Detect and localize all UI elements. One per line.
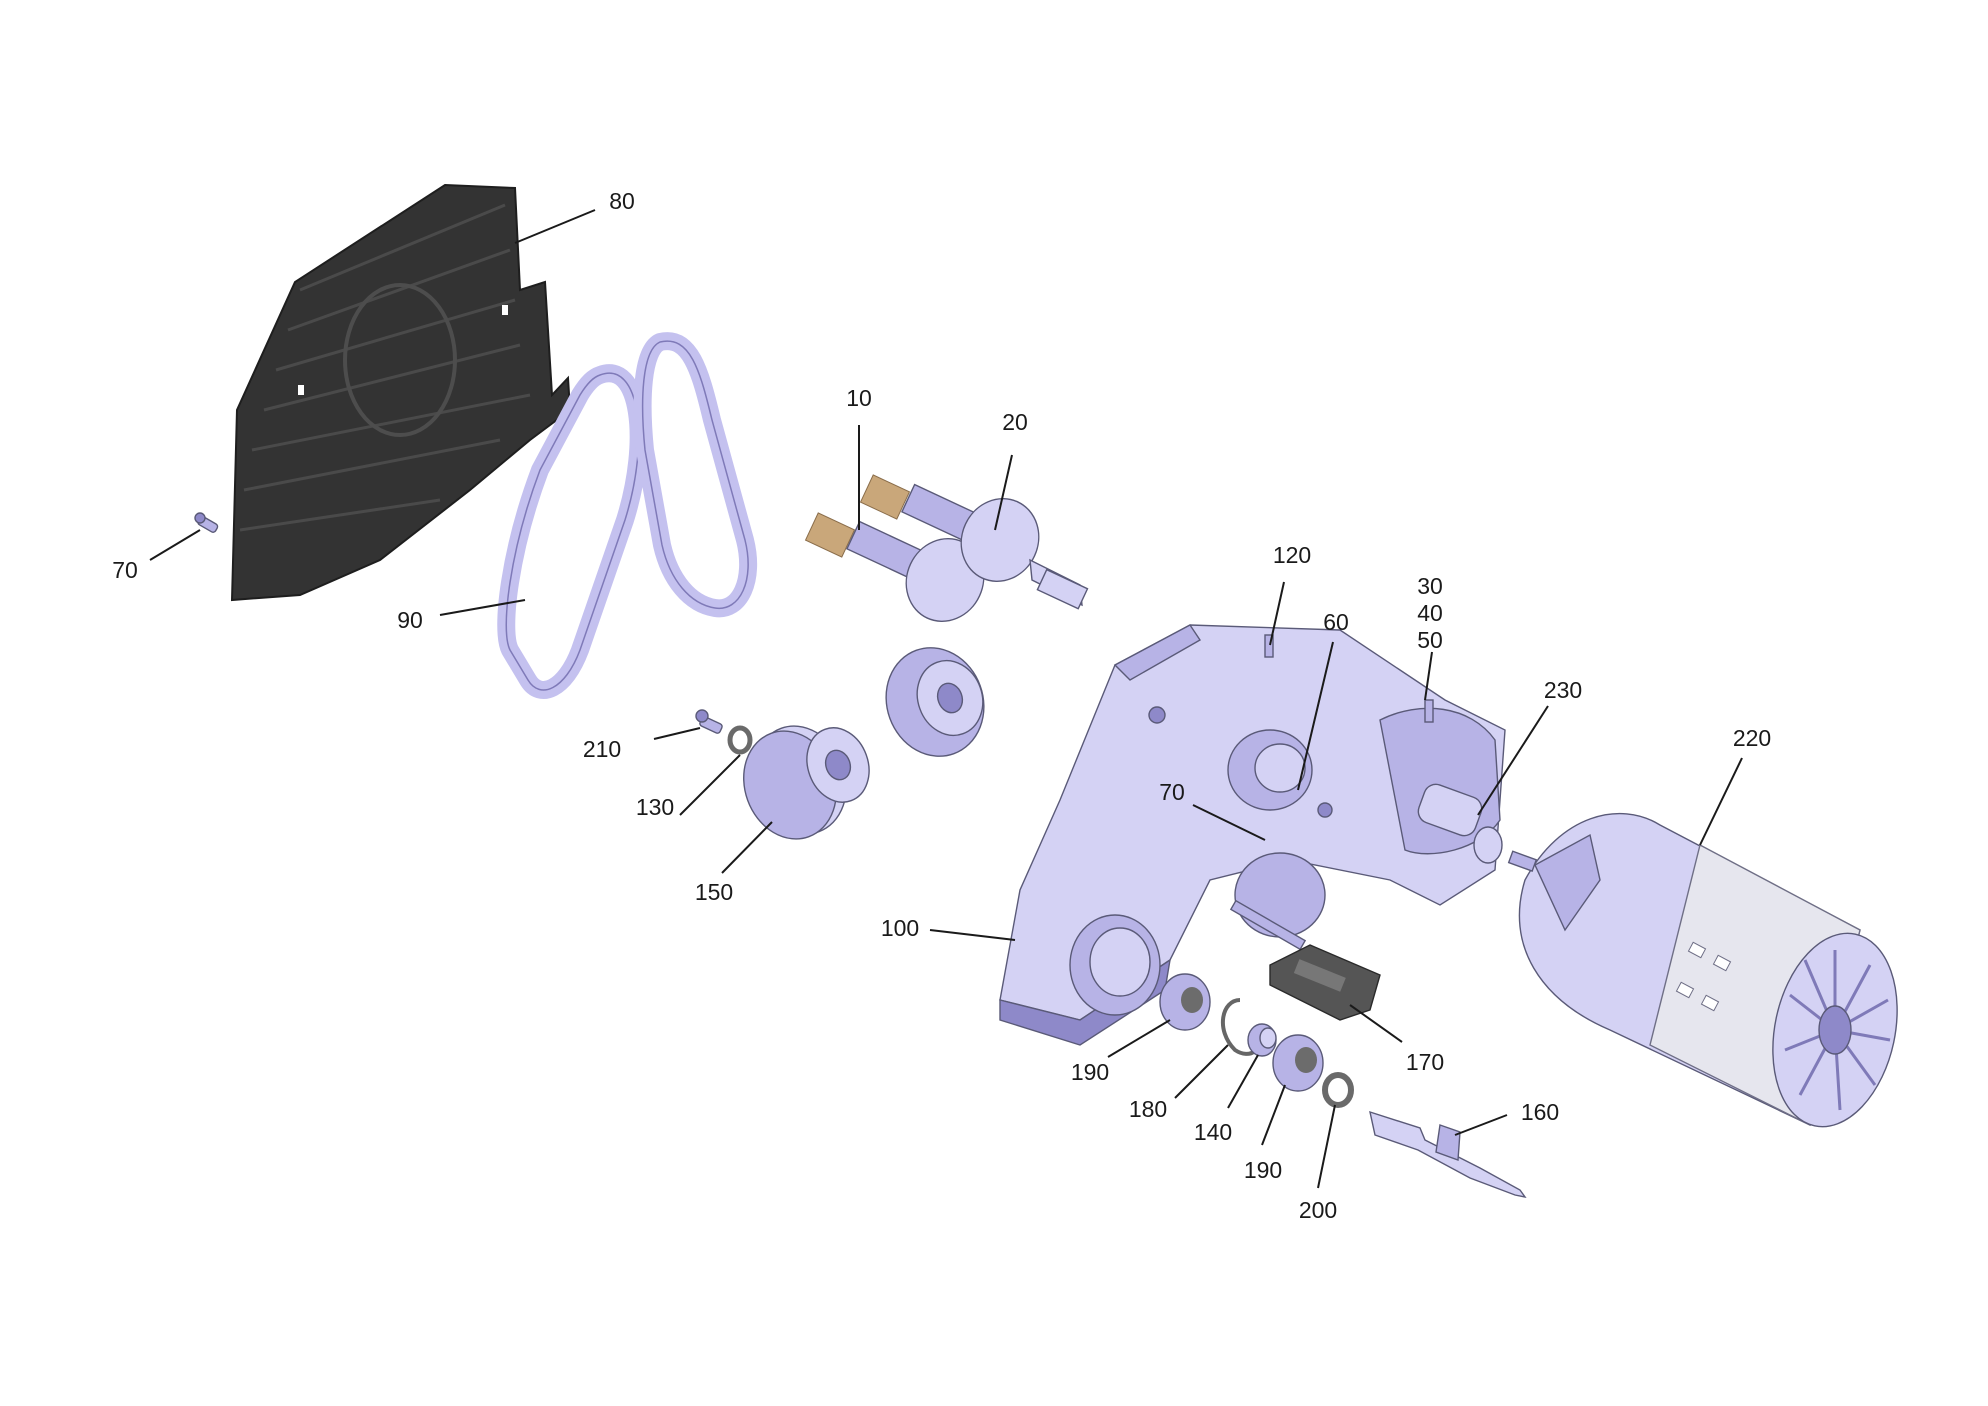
washer-part-200	[1322, 1072, 1354, 1108]
leader-190b	[1261, 1084, 1286, 1146]
bearing-part-190-a	[1159, 973, 1211, 1031]
label-10: 10	[846, 385, 872, 411]
leader-60	[1297, 641, 1334, 791]
leader-220	[1699, 757, 1743, 846]
leader-120	[1269, 581, 1285, 646]
leader-70-center	[1192, 804, 1266, 841]
label-70-left: 70	[112, 557, 138, 583]
leader-180	[1174, 1044, 1229, 1099]
label-150: 150	[695, 879, 733, 905]
label-230: 230	[1544, 677, 1582, 703]
label-60: 60	[1323, 609, 1349, 635]
leader-80	[514, 209, 596, 244]
label-170: 170	[1406, 1049, 1444, 1075]
leader-200	[1317, 1104, 1336, 1189]
label-20: 20	[1002, 409, 1028, 435]
leader-170	[1349, 1004, 1403, 1043]
leader-190a	[1107, 1019, 1171, 1058]
motor-part-220	[1507, 812, 1898, 1128]
leader-210	[653, 727, 701, 740]
part-labels: 80 70 90 10 20 120 60 30 40 50 230 220 7…	[112, 188, 1771, 1223]
screw-part-210	[695, 709, 723, 734]
bearing-part-190-b	[1272, 1034, 1324, 1092]
leader-130	[679, 754, 741, 816]
leader-150	[721, 821, 773, 874]
label-90: 90	[397, 607, 423, 633]
pulley-upper	[885, 647, 985, 757]
belts-part-90	[497, 332, 758, 699]
label-210: 210	[583, 736, 621, 762]
leader-160	[1454, 1114, 1508, 1136]
leader-230	[1477, 705, 1549, 816]
gearbox-housing-part-100	[999, 624, 1506, 1046]
label-130: 130	[636, 794, 674, 820]
label-220: 220	[1733, 725, 1771, 751]
label-50: 50	[1417, 627, 1443, 653]
pinion-shaft-part-160	[1369, 1110, 1527, 1199]
label-30: 30	[1417, 573, 1443, 599]
leader-100	[929, 929, 1016, 941]
leader-lines	[149, 209, 1743, 1189]
label-140: 140	[1194, 1119, 1232, 1145]
sleeve-part-140	[1247, 1023, 1277, 1057]
screw-part-70-left	[194, 512, 219, 533]
belt-cover-part-80	[230, 183, 572, 602]
leader-20	[994, 454, 1013, 531]
label-180: 180	[1129, 1096, 1167, 1122]
shafts-part-10-20	[804, 474, 1089, 623]
label-200: 200	[1299, 1197, 1337, 1223]
label-70-center: 70	[1159, 779, 1185, 805]
leader-140	[1227, 1054, 1259, 1109]
block-part-170	[1269, 944, 1381, 1021]
leader-70-left	[149, 529, 201, 561]
leader-90	[439, 599, 526, 616]
label-190b: 190	[1244, 1157, 1282, 1183]
pulley-part-150	[743, 725, 870, 840]
leader-30-40-50	[1424, 651, 1433, 701]
washer-part-130	[727, 725, 753, 755]
label-160: 160	[1521, 1099, 1559, 1125]
label-100: 100	[881, 915, 919, 941]
label-190a: 190	[1071, 1059, 1109, 1085]
label-80: 80	[609, 188, 635, 214]
label-40: 40	[1417, 600, 1443, 626]
label-120: 120	[1273, 542, 1311, 568]
